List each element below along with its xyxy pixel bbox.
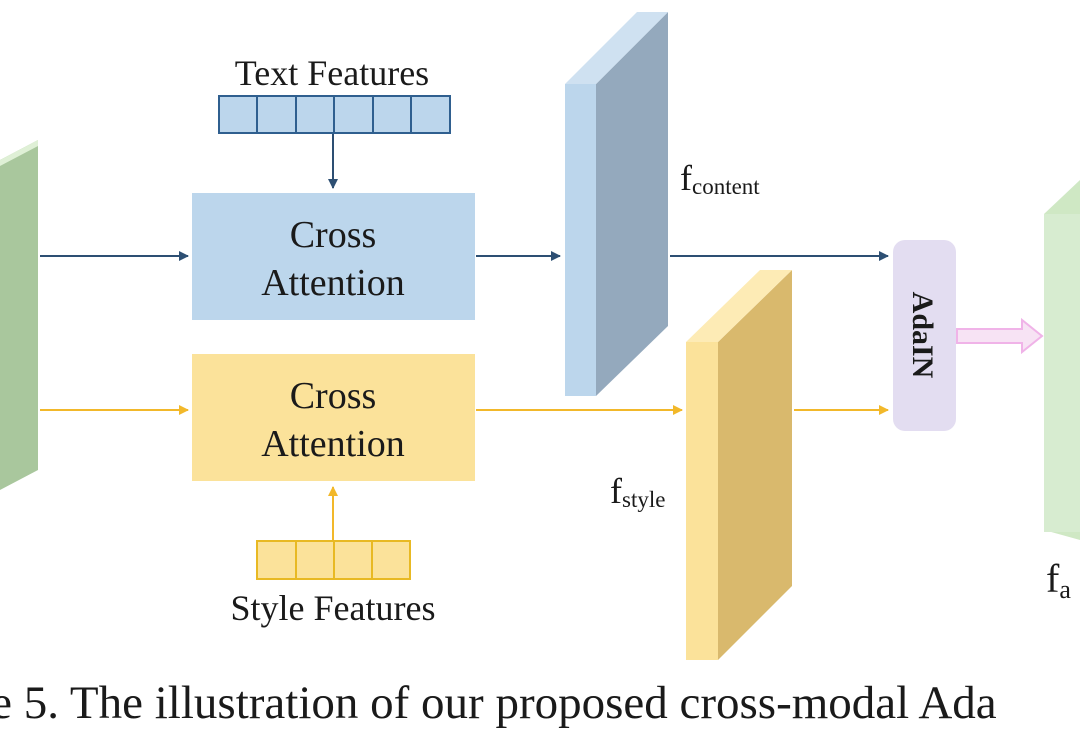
f-content-block [565,12,668,396]
cross-attention-style-box: Cross Attention [192,354,475,481]
f-out-label: fa [1046,556,1071,604]
figure-caption: ure 5. The illustration of our proposed … [0,676,1080,730]
text-features-label: Text Features [235,53,429,93]
cross-attention-text-line2: Attention [261,262,405,304]
input-feature-block [0,140,38,490]
cross-attention-style-line2: Attention [261,423,405,465]
f-style-block [686,270,792,660]
text-features-tokens [218,95,451,134]
cross-attention-style-line1: Cross [290,375,377,417]
cross-attention-text-box: Cross Attention [192,193,475,320]
figure-caption-text: ure 5. The illustration of our proposed … [0,677,997,729]
style-features-label: Style Features [231,588,436,628]
adain-box: AdaIN [893,240,956,431]
output-feature-block [1044,180,1080,540]
cross-attention-text-line1: Cross [290,214,377,256]
adain-label: AdaIN [906,292,939,379]
style-features-tokens [256,540,411,580]
adain-output-arrow [956,317,1044,355]
f-content-label: fcontent [680,158,760,199]
f-style-label: fstyle [610,471,665,512]
